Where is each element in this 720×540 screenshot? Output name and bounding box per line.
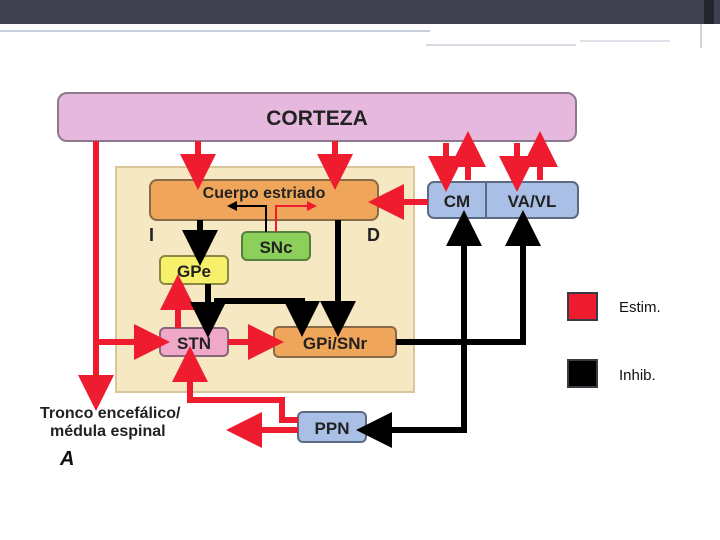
slide-top-bar-accent (704, 0, 714, 24)
arrow-gpi-to-ppn (356, 342, 467, 448)
side-label-left: I (149, 225, 154, 245)
arrow-gpi-to-vavl (464, 210, 541, 345)
decorative-rule (580, 40, 670, 42)
tronco-label-line2: médula espinal (50, 423, 166, 440)
cm-label: CM (444, 192, 470, 211)
gpe-label: GPe (177, 262, 211, 281)
gpi-snr-label: GPi/SNr (303, 334, 368, 353)
decorative-rule (700, 24, 702, 48)
corteza-label: CORTEZA (266, 107, 368, 130)
arrow-snc-to-striatum-red (275, 201, 317, 232)
cuerpo-estriado-label: Cuerpo estriado (203, 185, 326, 202)
arrow-gpe-to-gpi (214, 298, 320, 337)
slide-top-bar (0, 0, 720, 24)
legend-swatch-estim (567, 292, 598, 321)
legend-swatch-inhib (567, 359, 598, 388)
va-vl-label: VA/VL (508, 192, 557, 211)
snc-label: SNc (259, 238, 292, 257)
legend-label-estim: Estim. (619, 299, 661, 316)
arrow-snc-to-striatum-black (227, 201, 267, 232)
panel-letter: A (59, 448, 74, 470)
tronco-label-line1: Tronco encefálico/ (40, 405, 181, 422)
ppn-label: PPN (315, 419, 350, 438)
side-label-right: D (367, 225, 380, 245)
corteza-box (57, 92, 577, 142)
stn-label: STN (177, 334, 211, 353)
arrow-ppn-to-stn (172, 346, 298, 423)
decorative-rule (0, 30, 430, 32)
legend-label-inhib: Inhib. (619, 367, 656, 384)
decorative-rule (426, 44, 576, 46)
